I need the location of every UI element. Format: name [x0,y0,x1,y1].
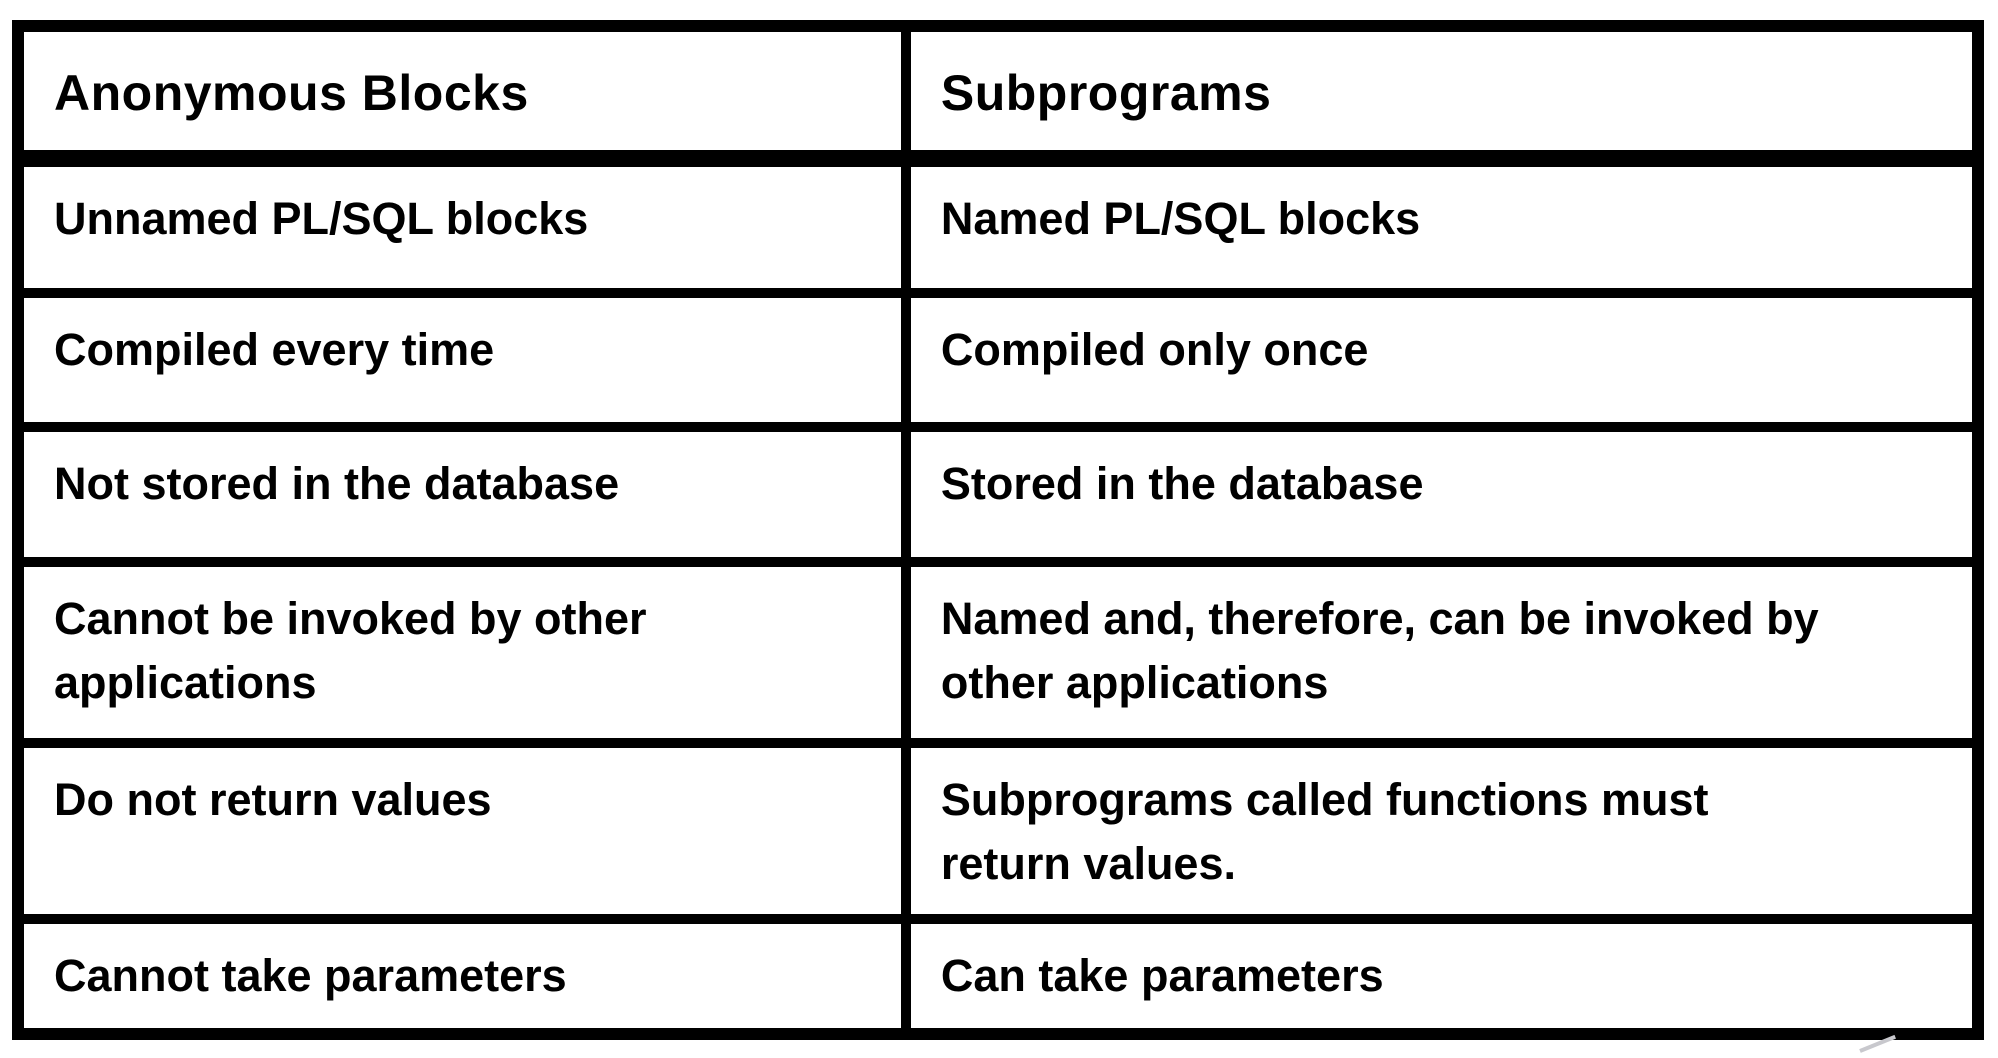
table-header-row: Anonymous Blocks Subprograms [13,21,1984,167]
cell-anonymous-blocks: Do not return values [13,738,911,925]
table-row: Unnamed PL/SQL blocks Named PL/SQL block… [13,153,1984,298]
cell-subprograms: Stored in the database [900,422,1984,568]
column-header-subprograms: Subprograms [900,21,1984,167]
cell-anonymous-blocks: Cannot be invoked by other applications [13,557,911,749]
cell-subprograms: Named PL/SQL blocks [900,153,1984,298]
cell-subprograms: Named and, therefore, can be invoked by … [900,557,1984,749]
cell-subprograms: Can take parameters [900,914,1984,1039]
table-row: Cannot be invoked by other applications … [13,557,1984,749]
table-row: Cannot take parameters Can take paramete… [13,914,1984,1039]
column-header-anonymous-blocks: Anonymous Blocks [13,21,911,167]
cell-anonymous-blocks: Cannot take parameters [13,914,911,1039]
table-row: Not stored in the database Stored in the… [13,422,1984,568]
cell-subprograms: Subprograms called functions must return… [900,738,1984,925]
cell-anonymous-blocks: Unnamed PL/SQL blocks [13,153,911,298]
table-row: Compiled every time Compiled only once [13,287,1984,433]
cell-anonymous-blocks: Compiled every time [13,287,911,433]
table-row: Do not return values Subprograms called … [13,738,1984,925]
comparison-table: Anonymous Blocks Subprograms Unnamed PL/… [12,20,1984,1040]
cell-anonymous-blocks: Not stored in the database [13,422,911,568]
cell-subprograms: Compiled only once [900,287,1984,433]
